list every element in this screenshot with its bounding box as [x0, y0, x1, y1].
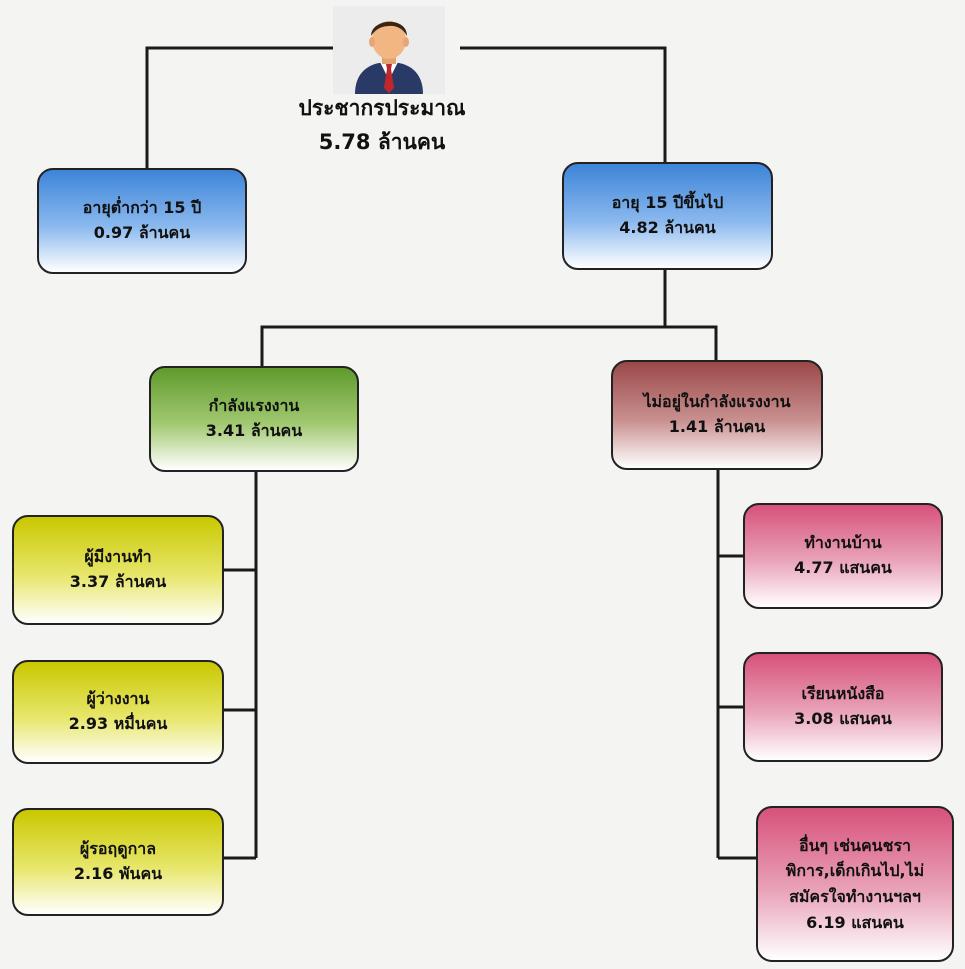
- labor-force-title: กำลังแรงงาน: [208, 396, 300, 416]
- over15-value: 4.82 ล้านคน: [619, 218, 716, 237]
- connector-split: [260, 325, 718, 366]
- connector-root-under15: [145, 46, 333, 168]
- employed-box: ผู้มีงานทำ 3.37 ล้านคน: [12, 515, 224, 625]
- others-line1: อื่นๆ เช่นคนชรา: [798, 835, 912, 855]
- under15-box: อายุต่ำกว่า 15 ปี 0.97 ล้านคน: [37, 168, 247, 274]
- root-value: 5.78 ล้านคน: [318, 129, 446, 154]
- not-labor-force-title: ไม่อยู่ในกำลังแรงงาน: [643, 392, 791, 412]
- housework-title: ทำงานบ้าน: [804, 533, 882, 553]
- housework-box: ทำงานบ้าน 4.77 แสนคน: [743, 503, 943, 609]
- studying-title: เรียนหนังสือ: [801, 684, 885, 704]
- employed-value: 3.37 ล้านคน: [69, 572, 167, 591]
- over15-title: อายุ 15 ปีขึ้นไป: [611, 193, 724, 213]
- others-value: 6.19 แสนคน: [806, 912, 904, 932]
- others-line3: สมัครใจทำงานฯลฯ: [789, 887, 921, 906]
- housework-value: 4.77 แสนคน: [794, 558, 892, 577]
- others-box: อื่นๆ เช่นคนชรา พิการ,เด็กเกินไป,ไม่ สมั…: [756, 806, 954, 962]
- not-labor-force-value: 1.41 ล้านคน: [668, 417, 766, 436]
- seasonal-title: ผู้รอฤดูกาล: [79, 839, 157, 859]
- under15-title: อายุต่ำกว่า 15 ปี: [82, 198, 202, 218]
- seasonal-box: ผู้รอฤดูกาล 2.16 พันคน: [12, 808, 224, 916]
- root-title: ประชากรประมาณ: [298, 96, 466, 120]
- over15-box: อายุ 15 ปีขึ้นไป 4.82 ล้านคน: [562, 162, 773, 270]
- unemployed-title: ผู้ว่างงาน: [86, 689, 150, 709]
- unemployed-box: ผู้ว่างงาน 2.93 หมื่นคน: [12, 660, 224, 764]
- seasonal-value: 2.16 พันคน: [73, 864, 163, 883]
- under15-value: 0.97 ล้านคน: [93, 223, 191, 242]
- labor-force-value: 3.41 ล้านคน: [205, 421, 303, 440]
- studying-box: เรียนหนังสือ 3.08 แสนคน: [743, 652, 943, 762]
- connector-root-over15: [460, 46, 667, 162]
- labor-force-box: กำลังแรงงาน 3.41 ล้านคน: [149, 366, 359, 472]
- others-line2: พิการ,เด็กเกินไป,ไม่: [785, 861, 925, 881]
- studying-value: 3.08 แสนคน: [794, 709, 892, 728]
- not-labor-force-box: ไม่อยู่ในกำลังแรงงาน 1.41 ล้านคน: [611, 360, 823, 470]
- employed-title: ผู้มีงานทำ: [84, 547, 152, 567]
- businessman-icon: [333, 6, 445, 94]
- root-population-label: ประชากรประมาณ 5.78 ล้านคน: [262, 92, 502, 159]
- unemployed-value: 2.93 หมื่นคน: [68, 714, 168, 733]
